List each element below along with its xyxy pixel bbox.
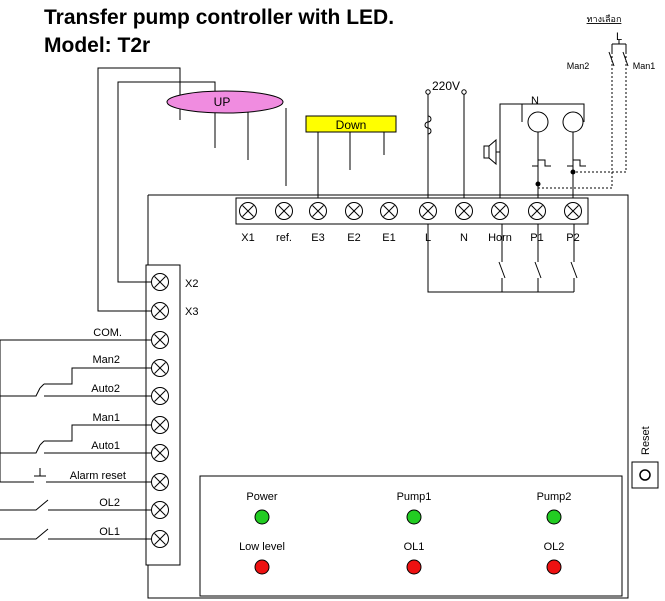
side-terminal-6 bbox=[151, 416, 169, 434]
input-label: Auto2 bbox=[91, 383, 120, 395]
terminal-p1 bbox=[528, 202, 546, 220]
input-label: COM. bbox=[93, 327, 122, 339]
input-label: OL1 bbox=[99, 526, 120, 538]
controller-body bbox=[147, 194, 629, 599]
side-terminal-7 bbox=[151, 444, 169, 462]
terminal-label: X1 bbox=[241, 232, 254, 244]
terminal-horn bbox=[491, 202, 509, 220]
input-label: OL2 bbox=[99, 497, 120, 509]
input-label: Man2 bbox=[92, 354, 120, 366]
terminal-l bbox=[419, 202, 437, 220]
side-terminal-8 bbox=[151, 473, 169, 491]
voltage-label: 220V bbox=[432, 79, 460, 93]
led-label: OL2 bbox=[544, 541, 565, 553]
up-float-sensor bbox=[166, 90, 284, 114]
down-label: Down bbox=[336, 118, 367, 132]
led-label: Low level bbox=[239, 541, 285, 553]
led-indicator bbox=[406, 509, 422, 525]
reset-button[interactable] bbox=[639, 469, 651, 481]
terminal-label-x3: X3 bbox=[185, 306, 198, 318]
terminal-label: P1 bbox=[530, 232, 543, 244]
diagram-title-line1: Transfer pump controller with LED. bbox=[44, 6, 395, 29]
terminal-label: P2 bbox=[566, 232, 579, 244]
terminal-label: L bbox=[425, 232, 431, 244]
terminal-label: E2 bbox=[347, 232, 360, 244]
led-indicator bbox=[546, 559, 562, 575]
reset-button-box bbox=[631, 461, 659, 489]
wire-x3 bbox=[97, 67, 181, 312]
led-label: OL1 bbox=[404, 541, 425, 553]
terminal-n bbox=[455, 202, 473, 220]
led-indicator bbox=[254, 509, 270, 525]
side-terminal-4 bbox=[151, 359, 169, 377]
terminal-ref bbox=[275, 202, 293, 220]
alt-switch-man1-label: Man1 bbox=[633, 61, 656, 71]
led-indicator bbox=[406, 559, 422, 575]
input-label: Auto1 bbox=[91, 440, 120, 452]
terminal-label: Horn bbox=[488, 232, 512, 244]
alt-switch-caption: ทางเลือก bbox=[587, 14, 622, 24]
motor-1 bbox=[527, 111, 549, 133]
led-label: Pump2 bbox=[537, 491, 572, 503]
alt-switch-man2-label: Man2 bbox=[567, 61, 590, 71]
terminal-p2 bbox=[564, 202, 582, 220]
led-indicator bbox=[546, 509, 562, 525]
terminal-label: E3 bbox=[311, 232, 324, 244]
alt-switch-l-label: L bbox=[616, 31, 622, 43]
reset-label: Reset bbox=[640, 426, 652, 455]
led-label: Power bbox=[246, 491, 278, 503]
led-label: Pump1 bbox=[397, 491, 432, 503]
down-sensor-box bbox=[305, 115, 397, 133]
terminal-label: ref. bbox=[276, 232, 292, 244]
side-terminal-1 bbox=[151, 273, 169, 291]
side-terminal-5 bbox=[151, 387, 169, 405]
terminal-label-x2: X2 bbox=[185, 278, 198, 290]
input-label: Alarm reset bbox=[70, 470, 126, 482]
terminal-e3 bbox=[309, 202, 327, 220]
up-label: UP bbox=[214, 95, 231, 109]
input-label: Man1 bbox=[92, 412, 120, 424]
motor-n-label: N bbox=[531, 95, 539, 107]
side-terminal-2 bbox=[151, 302, 169, 320]
terminal-x1 bbox=[239, 202, 257, 220]
terminal-label: E1 bbox=[382, 232, 395, 244]
top-terminal-strip bbox=[235, 197, 589, 225]
motor-2 bbox=[562, 111, 584, 133]
diagram-title-line2: Model: T2r bbox=[44, 34, 151, 57]
terminal-e2 bbox=[345, 202, 363, 220]
side-terminal-9 bbox=[151, 501, 169, 519]
terminal-label: N bbox=[460, 232, 468, 244]
side-terminal-3 bbox=[151, 331, 169, 349]
side-terminal-10 bbox=[151, 530, 169, 548]
terminal-e1 bbox=[380, 202, 398, 220]
led-panel bbox=[199, 475, 623, 597]
led-indicator bbox=[254, 559, 270, 575]
